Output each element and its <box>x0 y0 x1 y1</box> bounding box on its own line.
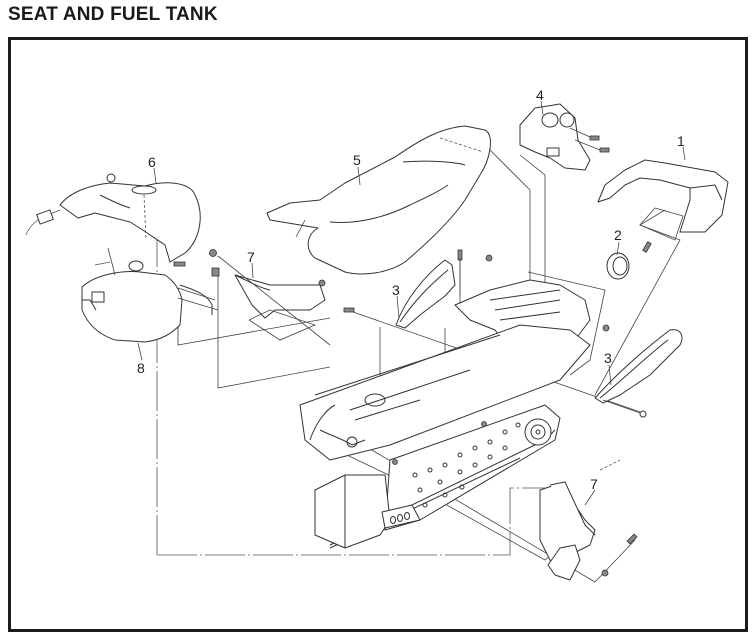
ref-line-bumper <box>594 209 681 396</box>
callout-7-lower: 7 <box>590 476 598 492</box>
callout-7-upper: 7 <box>247 249 255 265</box>
ref-line-a <box>177 287 216 301</box>
callout-3-right: 3 <box>604 350 612 366</box>
page-title: SEAT AND FUEL TANK <box>8 4 218 25</box>
rear-cover <box>597 159 729 241</box>
callout-3-left: 3 <box>392 282 400 298</box>
side-panel-left <box>395 249 463 329</box>
ref-line-seat <box>484 144 531 290</box>
ref-line-seat2 <box>519 154 546 290</box>
seat-bracket <box>519 103 610 171</box>
seat <box>266 125 491 275</box>
fuel-tank <box>81 247 183 343</box>
ref-line-collar <box>217 268 331 389</box>
tail-light <box>606 241 652 280</box>
bracket-7-lower <box>539 459 638 581</box>
callout-8: 8 <box>137 360 145 376</box>
track-assembly <box>314 404 561 549</box>
diagram-frame <box>8 37 748 632</box>
ref-line-bottom <box>157 487 545 556</box>
bracket-7-upper <box>217 255 355 346</box>
callout-leaders <box>137 100 686 506</box>
left-bracket <box>173 249 220 315</box>
tank-cover <box>25 173 201 263</box>
callout-6: 6 <box>148 154 156 170</box>
callout-4: 4 <box>536 87 544 103</box>
ref-line-tail <box>527 271 606 376</box>
track-holes <box>392 421 521 508</box>
callout-1: 1 <box>677 133 685 149</box>
side-panel-right <box>594 329 683 418</box>
callout-5: 5 <box>353 152 361 168</box>
callout-labels: 1 2 3 3 4 5 6 7 7 8 <box>137 87 685 492</box>
callout-2: 2 <box>614 227 622 243</box>
chassis <box>299 254 610 461</box>
